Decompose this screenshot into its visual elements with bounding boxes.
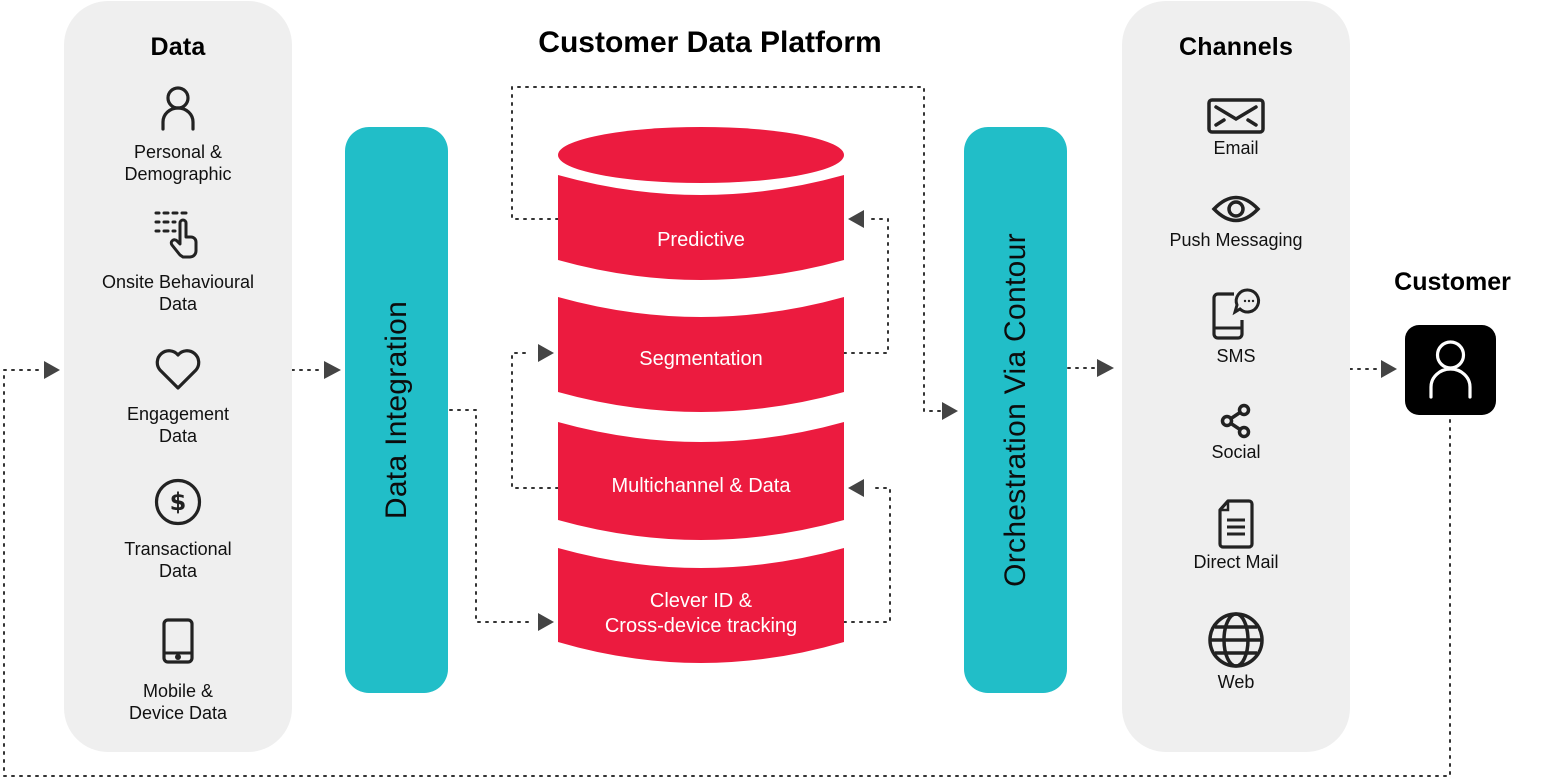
- arrowhead-customer: [1381, 360, 1397, 378]
- multichannel-to-segmentation-line: [511, 352, 559, 489]
- arrowhead-data: [44, 361, 60, 379]
- data-panel-title: Data: [150, 33, 206, 61]
- integration-to-cleverid-line: [449, 409, 529, 623]
- channel-item-label: Email: [1213, 138, 1259, 158]
- dollar-circle-icon: $: [154, 478, 202, 526]
- sms-phone-icon: [1212, 288, 1261, 340]
- document-icon: [1218, 499, 1254, 549]
- cleverid-to-multichannel-line: [843, 487, 891, 623]
- customer-title: Customer: [1394, 268, 1511, 296]
- channel-item-email: Email: [1122, 98, 1350, 159]
- data-item-label: Personal &: [133, 142, 223, 162]
- customer-box: [1405, 325, 1496, 415]
- arrowhead-predictive: [848, 210, 864, 228]
- data-item-label: Demographic: [124, 164, 232, 184]
- data-item-label: Mobile &: [142, 681, 214, 701]
- person-icon: [161, 86, 195, 131]
- layer-label-segmentation: Segmentation: [558, 347, 844, 372]
- data-item-label: Data: [158, 294, 198, 314]
- data-item-personal: Personal & Demographic: [64, 85, 292, 185]
- feedback-loop-line: [3, 369, 1451, 777]
- data-item-onsite: Onsite Behavioural Data: [64, 209, 292, 315]
- platform-title: Customer Data Platform: [538, 26, 882, 59]
- customer-person-icon: [1429, 340, 1472, 399]
- arrowhead-orchestration: [942, 402, 958, 420]
- data-integration-bar: Data Integration: [345, 127, 448, 693]
- data-item-transactional: $ Transactional Data: [64, 477, 292, 582]
- cylinder-top: [558, 127, 844, 183]
- orchestration-label: Orchestration Via Contour: [998, 233, 1032, 587]
- data-panel: Data Personal & Demographic Onsite Behav…: [64, 1, 292, 752]
- globe-icon: [1208, 612, 1264, 668]
- data-item-label: Engagement: [126, 404, 230, 424]
- channels-panel-title: Channels: [1178, 33, 1294, 61]
- layer-label-text: Predictive: [657, 229, 745, 251]
- svg-text:$: $: [170, 488, 187, 516]
- channel-item-sms: SMS: [1122, 288, 1350, 367]
- share-icon: [1220, 403, 1251, 439]
- channel-item-push: Push Messaging: [1122, 194, 1350, 251]
- arrowhead-channels: [1097, 359, 1114, 377]
- layer-label-multichannel: Multichannel & Data: [558, 474, 844, 499]
- eye-icon: [1211, 195, 1261, 223]
- data-item-mobile: Mobile & Device Data: [64, 617, 292, 724]
- data-item-label: Transactional: [124, 539, 232, 559]
- channels-panel: Channels Email Push Messaging SMS: [1122, 1, 1350, 752]
- cylinder-layer-multichannel: [558, 422, 844, 540]
- channel-item-web: Web: [1122, 610, 1350, 693]
- segmentation-to-predictive-line: [843, 218, 889, 354]
- mobile-phone-icon: [162, 618, 194, 664]
- channel-item-social: Social: [1122, 403, 1350, 463]
- data-item-label: Device Data: [128, 703, 228, 723]
- layer-label-cleverid: Clever ID & Cross-device tracking: [558, 589, 844, 639]
- arrowhead-multichannel: [848, 479, 864, 497]
- cylinder-layer-cleverid: [558, 548, 844, 663]
- arrowhead-segmentation: [538, 344, 554, 362]
- data-item-label: Data: [158, 561, 198, 581]
- layer-label-text: Cross-device tracking: [604, 615, 798, 637]
- channel-item-label: SMS: [1216, 346, 1256, 366]
- layer-label-text: Clever ID &: [649, 590, 753, 612]
- tap-list-icon: [154, 211, 198, 259]
- channel-item-label: Web: [1217, 672, 1255, 692]
- data-item-label: Data: [158, 426, 198, 446]
- cylinder-layer-predictive: [558, 175, 844, 280]
- layer-label-predictive: Predictive: [558, 228, 844, 253]
- arrowhead-cleverid: [538, 613, 554, 631]
- channel-item-directmail: Direct Mail: [1122, 499, 1350, 573]
- cylinder-layer-segmentation: [558, 297, 844, 412]
- orchestration-bar: Orchestration Via Contour: [964, 127, 1067, 693]
- predictive-to-orchestration-line: [511, 86, 941, 412]
- data-item-label: Onsite Behavioural: [101, 272, 255, 292]
- data-item-engagement: Engagement Data: [64, 346, 292, 447]
- email-icon: [1207, 98, 1265, 134]
- channel-item-label: Social: [1211, 442, 1261, 462]
- layer-label-text: Multichannel & Data: [611, 475, 791, 497]
- heart-icon: [155, 349, 201, 390]
- channel-item-label: Push Messaging: [1169, 230, 1303, 250]
- arrowhead-integration: [324, 361, 341, 379]
- channel-item-label: Direct Mail: [1193, 552, 1279, 572]
- layer-label-text: Segmentation: [639, 348, 763, 370]
